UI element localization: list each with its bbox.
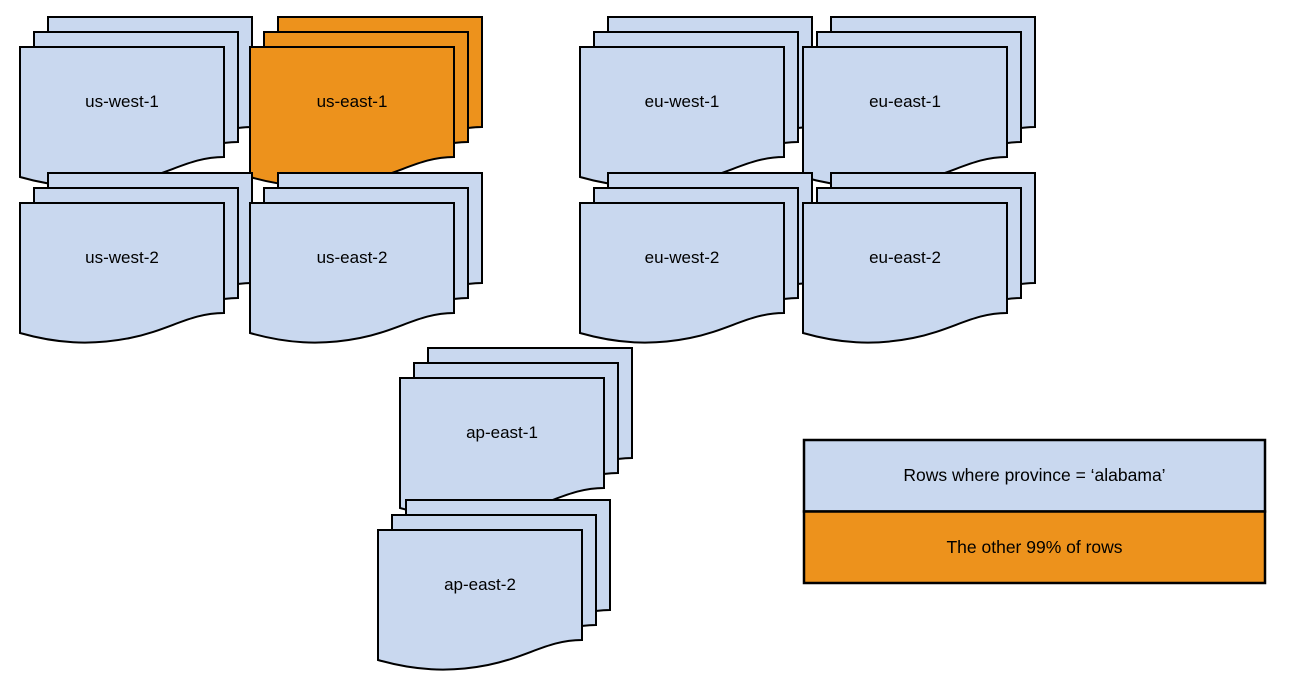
- document-sheet-3: [377, 529, 583, 671]
- document-sheet-3: [579, 202, 785, 344]
- document-sheet-3: [249, 202, 455, 344]
- document-stack-eu-west-1[interactable]: [579, 16, 813, 188]
- document-sheet-3: [249, 46, 455, 188]
- document-stack-eu-east-2[interactable]: [802, 172, 1036, 344]
- legend-row-other[interactable]: The other 99% of rows: [804, 512, 1265, 584]
- document-stack-us-east-1[interactable]: [249, 16, 483, 188]
- document-stack-us-west-1[interactable]: [19, 16, 253, 188]
- document-sheet-3: [399, 377, 605, 519]
- document-sheet-3: [579, 46, 785, 188]
- legend-row-alabama-label: Rows where province = ‘alabama’: [903, 465, 1166, 486]
- document-sheet-3: [802, 202, 1008, 344]
- document-sheet-3: [19, 202, 225, 344]
- document-stack-us-west-2[interactable]: [19, 172, 253, 344]
- document-stack-ap-east-1[interactable]: [399, 347, 633, 519]
- legend-row-other-label: The other 99% of rows: [946, 536, 1123, 557]
- document-stack-us-east-2[interactable]: [249, 172, 483, 344]
- document-sheet-3: [802, 46, 1008, 188]
- document-stack-eu-west-2[interactable]: [579, 172, 813, 344]
- legend-row-alabama-swatch: [802, 438, 1267, 513]
- document-sheet-3: [19, 46, 225, 188]
- document-stack-eu-east-1[interactable]: [802, 16, 1036, 188]
- legend-row-other-swatch: [802, 510, 1267, 585]
- document-stack-ap-east-2[interactable]: [377, 499, 611, 671]
- legend-row-alabama[interactable]: Rows where province = ‘alabama’: [804, 440, 1265, 512]
